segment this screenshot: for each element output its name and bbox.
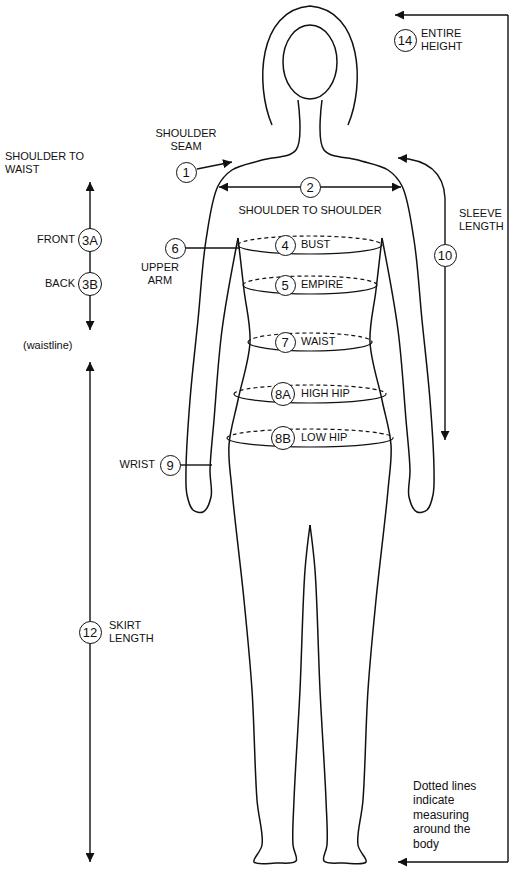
measure-label: BACK [44,277,76,290]
skirt-length-arrow [89,362,90,862]
callout-text: 9 [166,459,173,472]
measure-label: WRIST [119,458,156,471]
callout-number: 8A [271,382,295,406]
body-outline [186,100,300,513]
body-outline [320,100,434,513]
callout-number: 3A [78,228,102,252]
callout-number: 14 [394,29,417,52]
callout-number: 4 [275,235,296,256]
note-text: Dotted lines indicate measuring around t… [412,779,496,851]
measure-label: EMPIRE [300,278,344,291]
shoulder-waist-arrow [89,182,90,330]
measure-label: SLEEVE LENGTH [458,207,505,233]
measure-label: UPPER ARM [137,261,184,287]
measure-label: LOW HIP [300,431,348,444]
body-outline [310,238,391,864]
callout-number: 8B [271,426,295,450]
sleeve-length-arrow [398,158,445,440]
callout-text: 8B [275,432,291,445]
shoulder-seam-arrow [197,162,232,169]
height-arrow [395,14,508,15]
callout-text: 1 [182,166,189,179]
callout-text: 3A [82,234,98,247]
measure-label: BUST [300,238,331,251]
height-arrow [398,861,508,862]
measure-label: SHOULDER TO SHOULDER [237,204,382,217]
callout-number: 9 [160,455,181,476]
height-line [507,15,508,862]
measure-label: WAIST [300,335,336,348]
measure-label: (waistline) [22,339,74,352]
measure-label: ENTIRE HEIGHT [420,27,474,53]
callout-text: 4 [281,239,288,252]
callout-text: 6 [171,242,178,255]
measure-label: SKIRT LENGTH [108,619,160,645]
face-outline [283,25,337,99]
callout-text: 3B [82,278,98,291]
measure-label: SHOULDER TO WAIST [4,150,88,176]
callout-number: 2 [300,177,321,198]
callout-text: 8A [275,388,291,401]
callout-text: 5 [281,279,288,292]
callout-number: 12 [79,621,102,644]
callout-number: 7 [275,332,296,353]
callout-number: 5 [275,275,296,296]
callout-text: 10 [438,249,452,262]
callout-number: 10 [434,244,457,267]
callout-text: 7 [281,336,288,349]
body-outline [229,238,310,864]
measure-label: SHOULDER SEAM [150,127,222,153]
callout-text: 2 [306,181,313,194]
hair-outline [263,6,358,125]
measure-label: HIGH HIP [300,387,351,400]
callout-number: 6 [165,238,186,259]
callout-text: 14 [398,34,412,47]
measure-label: FRONT [36,233,76,246]
wrist-line [180,464,212,465]
callout-number: 1 [176,162,197,183]
upper-arm-line [185,247,240,248]
callout-number: 3B [78,272,102,296]
callout-text: 12 [83,626,97,639]
